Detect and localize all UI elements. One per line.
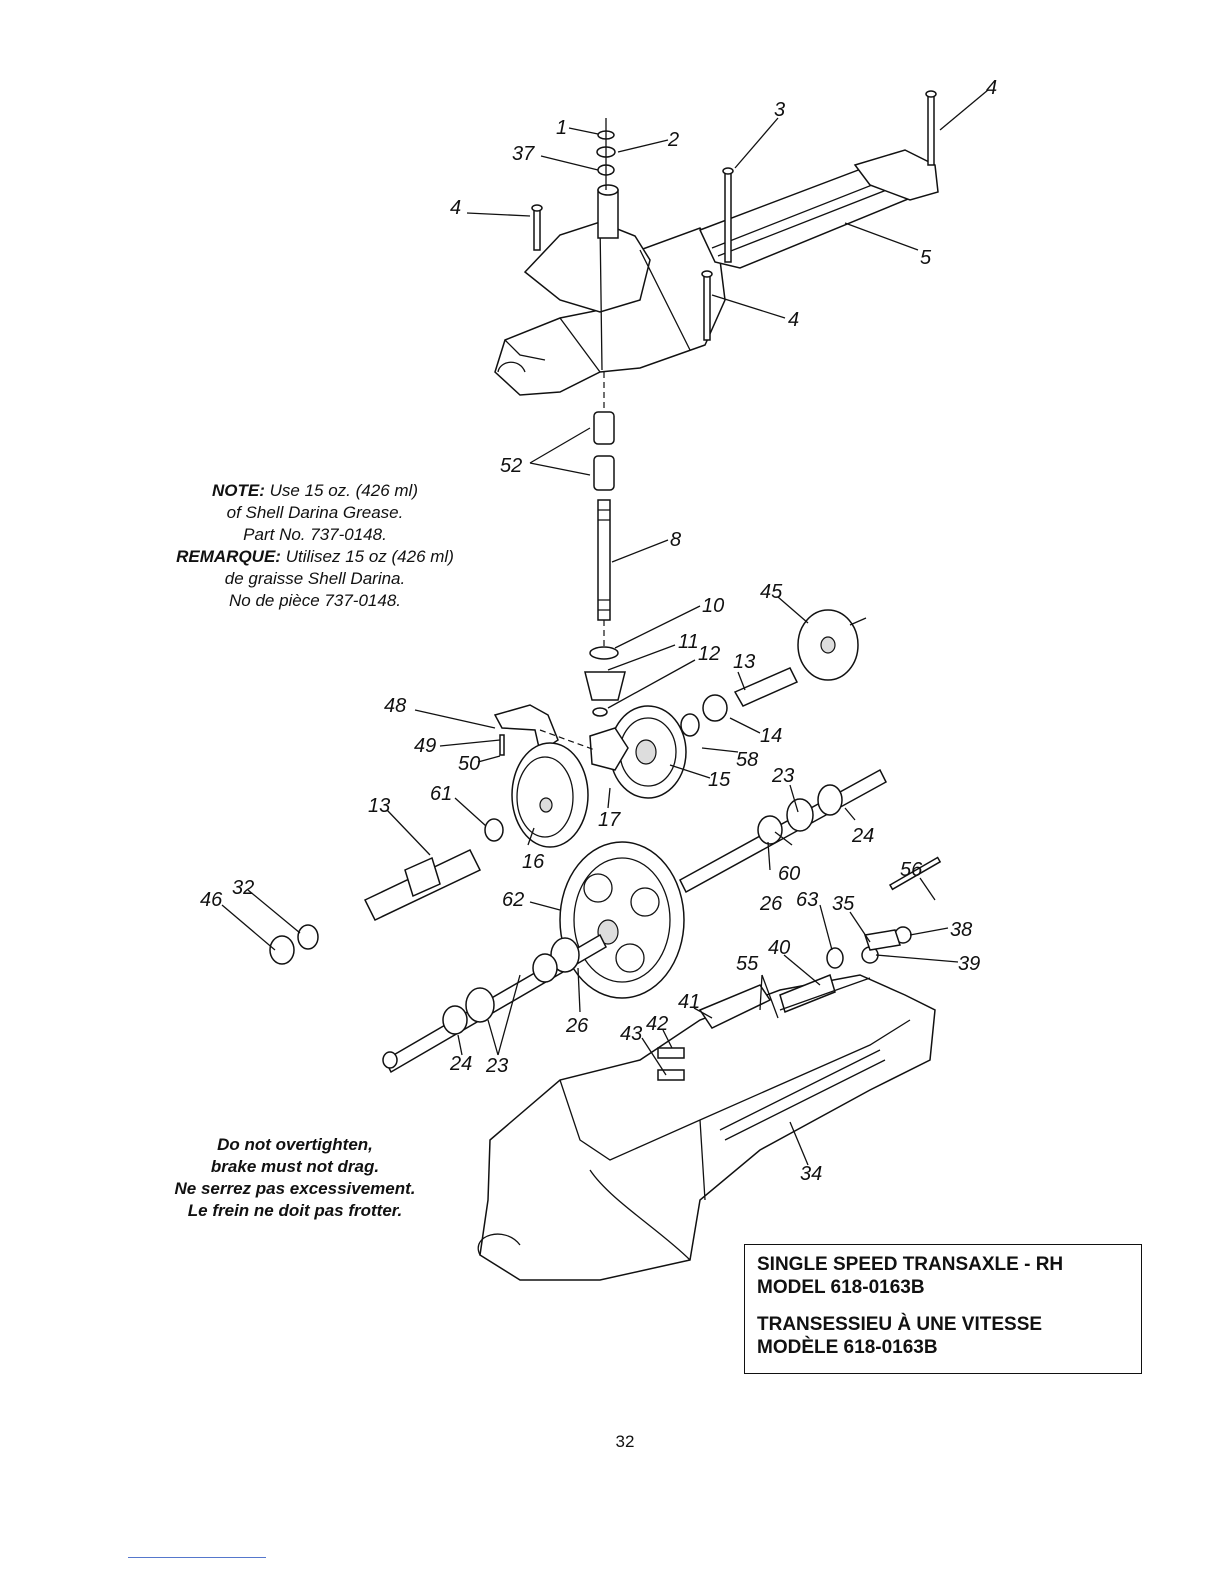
upper-housing (494, 184, 726, 396)
axle-upper (679, 768, 887, 894)
callout-62: 62 (502, 889, 524, 911)
remarque-label: REMARQUE: (176, 547, 281, 566)
callout-14: 14 (760, 725, 782, 747)
callout-2: 2 (667, 129, 679, 151)
callout-60: 60 (778, 863, 800, 885)
note-line2: of Shell Darina Grease. (226, 503, 404, 522)
axle-lower (382, 933, 607, 1074)
footer-rule (128, 1557, 266, 1558)
warning-line1: Do not overtighten, (217, 1135, 373, 1154)
callout-4: 4 (788, 309, 799, 331)
callout-63: 63 (796, 889, 818, 911)
callout-13: 13 (368, 795, 390, 817)
callout-49: 49 (414, 735, 436, 757)
note-line3: Part No. 737-0148. (243, 525, 387, 544)
callout-34: 34 (800, 1163, 822, 1185)
note-line4: Utilisez 15 oz (426 ml) (285, 547, 454, 566)
shaft-8 (597, 499, 611, 621)
callout-38: 38 (950, 919, 972, 941)
callout-numbers: 1 2 37 3 4 4 5 4 52 8 45 10 11 12 13 14 … (200, 77, 997, 1185)
callout-11: 11 (678, 631, 699, 653)
callout-48: 48 (384, 695, 406, 717)
callout-32: 32 (232, 877, 254, 899)
grease-note: NOTE: Use 15 oz. (426 ml) of Shell Darin… (140, 480, 490, 612)
callout-23: 23 (485, 1055, 508, 1077)
callout-24: 24 (449, 1053, 472, 1075)
model-title-box: SINGLE SPEED TRANSAXLE - RH MODEL 618-01… (744, 1244, 1142, 1374)
page-number: 32 (615, 1432, 635, 1451)
callout-26: 26 (759, 893, 783, 915)
note-line5: de graisse Shell Darina. (224, 569, 406, 588)
leader-lines (221, 89, 989, 1166)
title-en-line2: MODEL 618-0163B (757, 1277, 925, 1298)
note-line6: No de pièce 737-0148. (228, 591, 402, 610)
callout-4: 4 (450, 197, 461, 219)
callout-43: 43 (620, 1023, 642, 1045)
callout-24: 24 (851, 825, 874, 847)
bevel-gear-15 (609, 705, 687, 799)
callout-35: 35 (832, 893, 855, 915)
warning-line4: Le frein ne doit pas frotter. (187, 1201, 403, 1220)
spur-gear-16 (511, 742, 589, 848)
axle-tube (698, 149, 939, 269)
callout-15: 15 (708, 769, 731, 791)
callout-3: 3 (774, 99, 785, 121)
callout-55: 55 (736, 953, 759, 975)
callout-58: 58 (736, 749, 758, 771)
callout-4: 4 (986, 77, 997, 99)
title-en-line1: SINGLE SPEED TRANSAXLE - RH (757, 1254, 1064, 1275)
bolts (531, 90, 937, 341)
callout-40: 40 (768, 937, 790, 959)
warning-line2: brake must not drag. (210, 1157, 380, 1176)
callout-61: 61 (430, 783, 452, 805)
callout-42: 42 (646, 1013, 668, 1035)
ring-gear-62 (559, 841, 685, 999)
lower-housing-34 (477, 973, 936, 1281)
top-washers (596, 118, 616, 190)
callout-41: 41 (678, 991, 700, 1013)
title-fr-line1: TRANSESSIEU À UNE VITESSE (757, 1314, 1043, 1335)
note-label: NOTE: (212, 481, 265, 500)
brake-warning: Do not overtighten, brake must not drag.… (120, 1134, 470, 1222)
callout-52: 52 (500, 455, 522, 477)
callout-1: 1 (556, 117, 567, 139)
callout-56: 56 (900, 859, 923, 881)
callout-10: 10 (702, 595, 724, 617)
callout-45: 45 (760, 581, 783, 603)
note-line1: Use 15 oz. (426 ml) (269, 481, 418, 500)
callout-37: 37 (512, 143, 535, 165)
callout-23: 23 (771, 765, 794, 787)
callout-12: 12 (698, 643, 720, 665)
callout-26: 26 (565, 1015, 589, 1037)
callout-50: 50 (458, 753, 480, 775)
callout-8: 8 (670, 529, 681, 551)
callout-13: 13 (733, 651, 755, 673)
title-fr-line2: MODÈLE 618-0163B (757, 1337, 938, 1358)
bearings-52 (593, 411, 615, 491)
callout-16: 16 (522, 851, 545, 873)
callout-46: 46 (200, 889, 223, 911)
warning-line3: Ne serrez pas excessivement. (174, 1179, 416, 1198)
callout-5: 5 (920, 247, 932, 269)
brake-disc-45 (797, 609, 867, 681)
callout-17: 17 (598, 809, 621, 831)
callout-39: 39 (958, 953, 980, 975)
